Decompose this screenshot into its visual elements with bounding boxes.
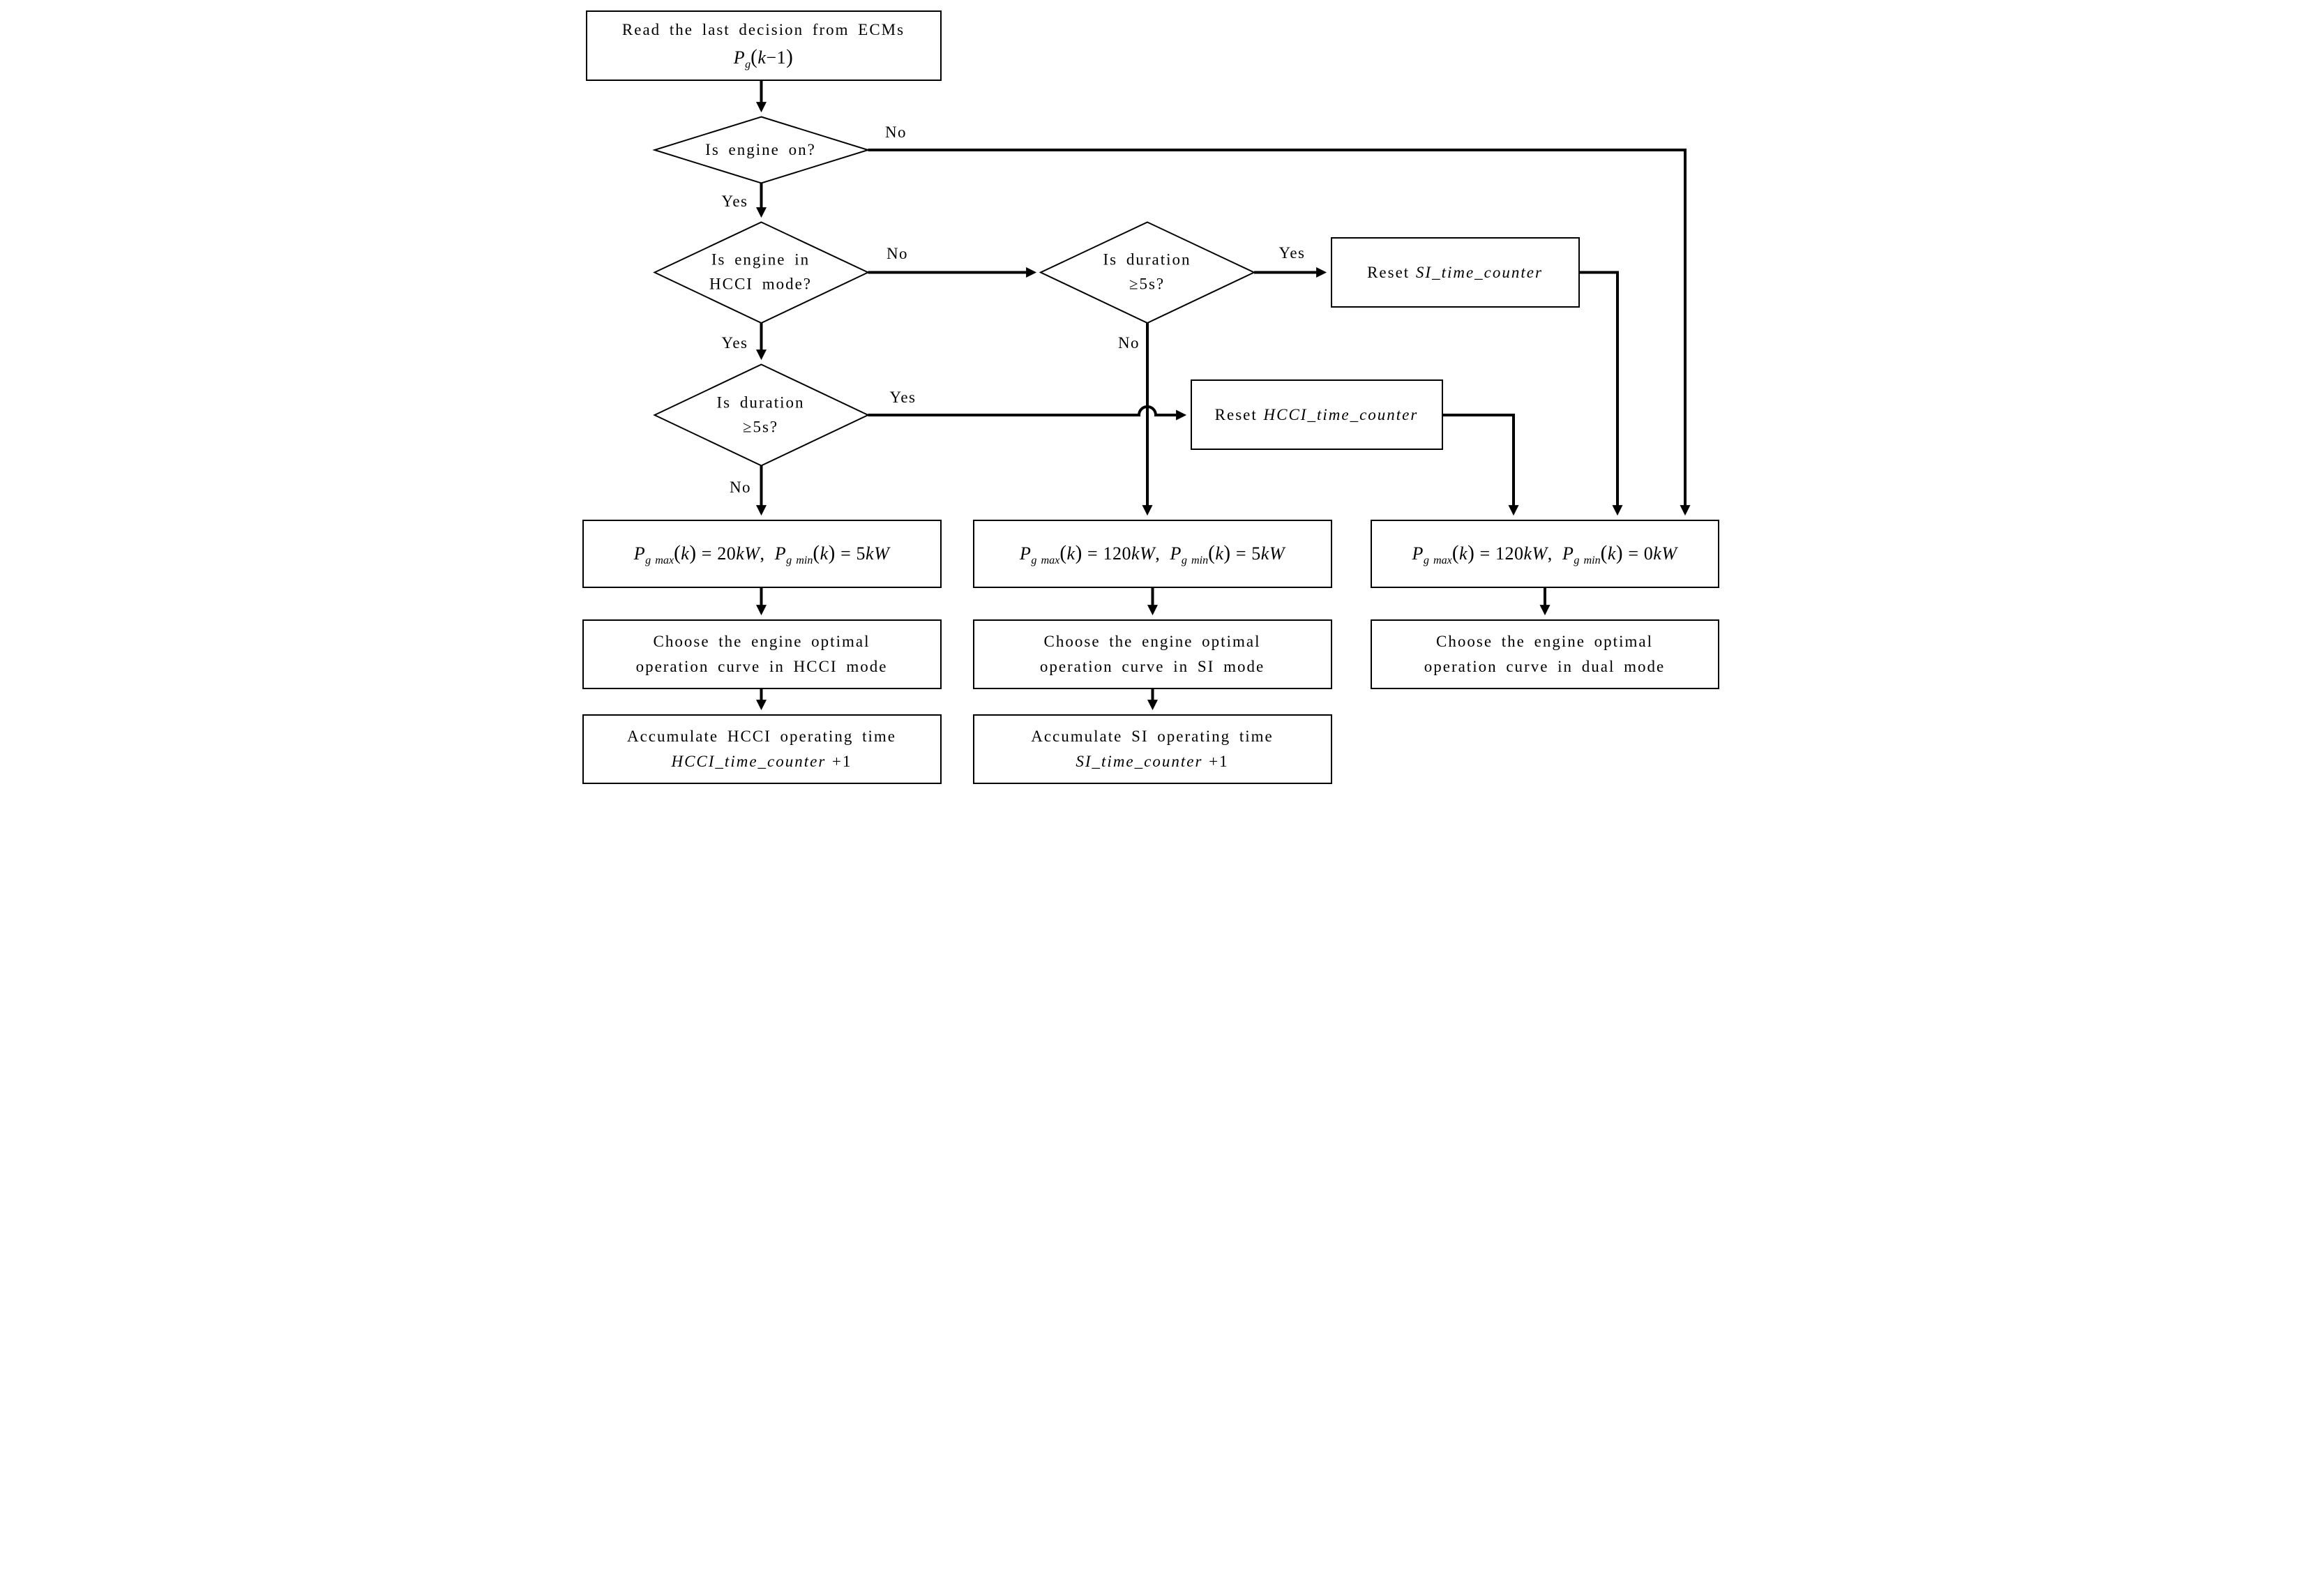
- accumulate-si-line1: Accumulate SI operating time: [1031, 728, 1274, 746]
- label-duration-hcci-no: No: [729, 479, 752, 496]
- diamond-engine-on-label: Is engine on?: [705, 140, 816, 158]
- edge-reset-hcci-out: [1442, 414, 1518, 516]
- connector-layer: [651, 81, 1690, 711]
- choose-curve-hcci-box: Choose the engine optimal operation curv…: [582, 619, 942, 689]
- edge-engine-on-no: [868, 149, 1690, 516]
- power-limits-dual-formula: Pg max(k)=120kW,Pg min(k)=0kW: [1412, 541, 1677, 567]
- power-limits-hcci-box: Pg max(k)=20kW,Pg min(k)=5kW: [582, 520, 942, 588]
- choose-curve-si-line1: Choose the engine optimal: [1043, 633, 1261, 651]
- power-limits-hcci-formula: Pg max(k)=20kW,Pg min(k)=5kW: [633, 541, 890, 567]
- read-decision-formula: Pg(k−1): [733, 46, 794, 71]
- edge-reset-si-out: [1579, 271, 1622, 516]
- edge-duration-hcci-yes: [868, 405, 1186, 421]
- label-duration-si-no: No: [1117, 334, 1140, 352]
- accumulate-hcci-line2: HCCI_time_counter+1: [671, 753, 852, 770]
- accumulate-si-box: Accumulate SI operating time SI_time_cou…: [972, 714, 1332, 784]
- choose-curve-hcci-line2: operation curve in HCCI mode: [635, 658, 888, 675]
- accumulate-si-line2: SI_time_counter+1: [1076, 753, 1229, 770]
- choose-curve-dual-line1: Choose the engine optimal: [1436, 633, 1653, 651]
- diamond-duration-si-label: Is duration ≥5s?: [1103, 250, 1191, 293]
- choose-curve-dual-box: Choose the engine optimal operation curv…: [1370, 619, 1719, 689]
- label-engine-on-yes: Yes: [721, 193, 748, 210]
- flowchart-canvas: Read the last decision from ECMs Pg(k−1)…: [575, 0, 1726, 798]
- label-duration-hcci-yes: Yes: [889, 389, 916, 406]
- power-limits-dual-box: Pg max(k)=120kW,Pg min(k)=0kW: [1370, 520, 1719, 588]
- label-hcci-mode-no: No: [886, 245, 909, 262]
- label-engine-on-no: No: [884, 123, 907, 141]
- power-limits-si-formula: Pg max(k)=120kW,Pg min(k)=5kW: [1020, 541, 1285, 567]
- label-duration-si-yes: Yes: [1278, 244, 1306, 262]
- power-limits-si-box: Pg max(k)=120kW,Pg min(k)=5kW: [972, 520, 1332, 588]
- diamond-hcci-mode-label: Is engine in HCCI mode?: [709, 250, 813, 293]
- choose-curve-hcci-line1: Choose the engine optimal: [653, 633, 870, 651]
- accumulate-hcci-line1: Accumulate HCCI operating time: [626, 728, 897, 746]
- accumulate-hcci-box: Accumulate HCCI operating time HCCI_time…: [582, 714, 942, 784]
- read-decision-line1: Read the last decision from ECMs: [621, 20, 905, 38]
- label-hcci-mode-yes: Yes: [721, 334, 748, 352]
- diamond-duration-hcci-label: Is duration ≥5s?: [716, 393, 805, 436]
- choose-curve-si-line2: operation curve in SI mode: [1039, 658, 1265, 675]
- choose-curve-si-box: Choose the engine optimal operation curv…: [972, 619, 1332, 689]
- read-decision-box: Read the last decision from ECMs Pg(k−1): [585, 10, 942, 81]
- choose-curve-dual-line2: operation curve in dual mode: [1424, 658, 1666, 675]
